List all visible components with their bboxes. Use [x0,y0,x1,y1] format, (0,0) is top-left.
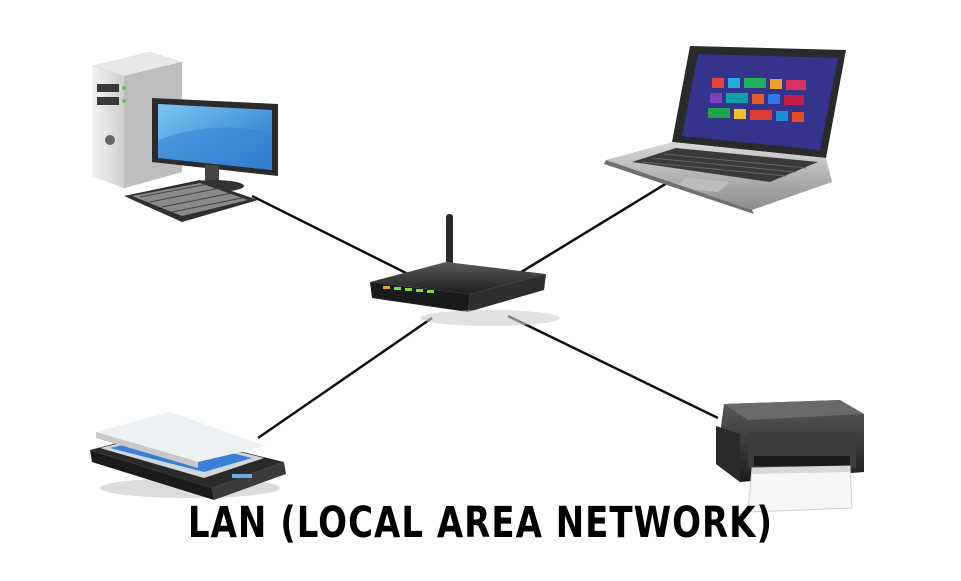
wireless-router-icon [370,214,560,326]
router-status-leds [383,286,434,293]
printer-icon [716,400,864,513]
flatbed-scanner-icon [90,412,286,500]
desktop-computer-icon [92,52,278,222]
cable-laptop [517,178,673,276]
cable-desktop [251,194,413,278]
laptop-start-tiles [708,78,806,122]
cable-printer [507,314,719,420]
cable-scanner [257,316,433,440]
diagram-caption: LAN (LOCAL AREA NETWORK) [187,498,774,548]
laptop-icon [604,46,846,214]
cable-lines [251,178,719,440]
